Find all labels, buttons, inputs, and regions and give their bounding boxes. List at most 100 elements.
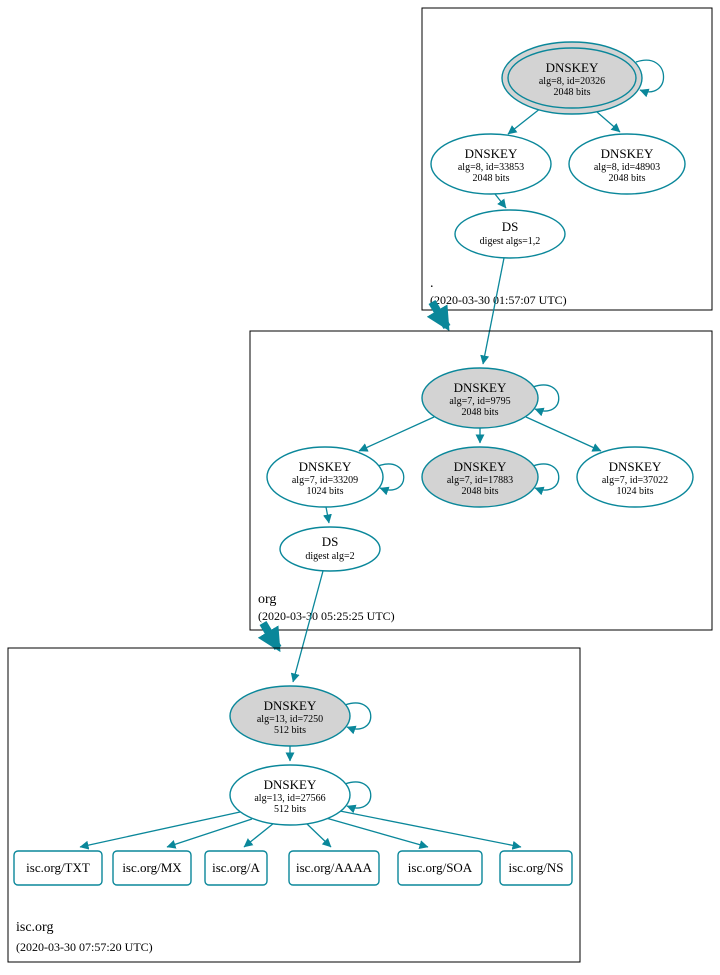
node-root-ds-digest: digest algs=1,2 [480,236,541,247]
node-root-zsk1-title: DNSKEY [465,146,518,161]
node-record-txt[interactable]: isc.org/TXT [13,850,103,886]
node-record-soa-label: isc.org/SOA [408,860,473,875]
node-org-ds-title: DS [322,534,339,549]
node-record-ns-rect [499,850,573,886]
node-isc-zsk[interactable]: DNSKEY alg=13, id=27566 512 bits [229,764,351,826]
edge-root-ds-to-org-ksk [480,257,505,365]
node-org-ksk[interactable]: DNSKEY alg=7, id=9795 2048 bits [421,367,539,429]
edge-org-ds-to-isc-ksk [290,570,324,683]
node-record-mx-rect [112,850,192,886]
edge-root-zsk1-to-ds [494,193,507,209]
node-isc-zsk-title: DNSKEY [264,777,317,792]
zone-org-border [249,330,713,631]
node-org-zsk2-alg: alg=7, id=17883 [447,475,513,486]
node-record-a-label: isc.org/A [212,860,260,875]
zone-isc: DNSKEY alg=13, id=7250 512 bits DNSKEY a… [7,647,581,963]
node-record-aaaa-rect [288,850,380,886]
node-org-zsk3-bits: 1024 bits [617,486,654,497]
node-org-ksk-alg: alg=7, id=9795 [449,396,510,407]
node-org-ds[interactable]: DS digest alg=2 [279,526,381,572]
node-isc-zsk-bits: 512 bits [274,804,306,815]
node-root-ds[interactable]: DS digest algs=1,2 [454,209,566,259]
edge-org-ksk-to-zsk3 [525,416,602,452]
node-root-zsk2[interactable]: DNSKEY alg=8, id=48903 2048 bits [568,133,686,195]
edge-isc-zsk-to-a [243,822,275,848]
zone-root-label: . [430,276,434,291]
node-org-ksk-title: DNSKEY [454,380,507,395]
edge-isc-zsk-to-txt [79,811,241,850]
node-root-zsk1-bits: 2048 bits [473,173,510,184]
node-org-ds-ellipse [279,526,381,572]
node-root-ksk-alg: alg=8, id=20326 [539,76,605,87]
node-org-ksk-bits: 2048 bits [462,407,499,418]
node-root-ksk[interactable]: DNSKEY alg=8, id=20326 2048 bits [501,41,643,115]
node-root-zsk2-alg: alg=8, id=48903 [594,162,660,173]
node-org-zsk1[interactable]: DNSKEY alg=7, id=33209 1024 bits [266,446,384,508]
edge-isc-zsk-to-aaaa [305,822,332,848]
node-org-ds-digest: digest alg=2 [305,551,354,562]
node-record-mx[interactable]: isc.org/MX [112,850,192,886]
node-record-mx-label: isc.org/MX [122,860,182,875]
node-root-zsk2-bits: 2048 bits [609,173,646,184]
edge-root-ksk-selfloop [635,59,665,98]
node-org-zsk2[interactable]: DNSKEY alg=7, id=17883 2048 bits [421,446,539,508]
zone-isc-border [7,647,581,963]
node-record-a[interactable]: isc.org/A [204,850,268,886]
node-isc-zsk-ellipse [229,764,351,826]
node-isc-ksk-title: DNSKEY [264,698,317,713]
node-root-zsk1-alg: alg=8, id=33853 [458,162,524,173]
node-record-a-rect [204,850,268,886]
node-root-zsk2-title: DNSKEY [601,146,654,161]
zone-org: DNSKEY alg=7, id=9795 2048 bits DNSKEY a… [249,330,713,631]
node-root-ds-title: DS [502,219,519,234]
node-isc-ksk-alg: alg=13, id=7250 [257,714,323,725]
node-root-ksk-title: DNSKEY [546,60,599,75]
edge-isc-zsk-to-soa [325,817,429,849]
edge-org-zsk1-to-ds [323,506,332,524]
edge-org-ksk-selfloop [532,384,560,417]
node-org-zsk3[interactable]: DNSKEY alg=7, id=37022 1024 bits [576,446,694,508]
edge-org-zsk1-selfloop [377,463,405,496]
edge-isc-zsk-to-ns [339,810,522,850]
node-record-soa-rect [397,850,483,886]
edge-root-delegation-to-org [426,299,451,332]
node-record-soa[interactable]: isc.org/SOA [397,850,483,886]
node-root-zsk1-ellipse [430,133,552,195]
node-record-ns-label: isc.org/NS [508,860,563,875]
node-record-txt-rect [13,850,103,886]
zone-org-timestamp: (2020-03-30 05:25:25 UTC) [258,609,395,623]
node-isc-zsk-alg: alg=13, id=27566 [254,793,325,804]
zone-isc-timestamp: (2020-03-30 07:57:20 UTC) [16,940,153,954]
node-org-zsk1-title: DNSKEY [299,459,352,474]
zone-root: DNSKEY alg=8, id=20326 2048 bits DNSKEY … [421,7,713,311]
node-isc-ksk-ellipse [229,685,351,747]
zone-org-label: org [258,592,276,607]
node-org-zsk2-title: DNSKEY [454,459,507,474]
node-record-txt-label: isc.org/TXT [26,860,90,875]
edge-org-zsk2-selfloop [532,463,560,496]
node-root-ds-ellipse [454,209,566,259]
node-root-zsk1[interactable]: DNSKEY alg=8, id=33853 2048 bits [430,133,552,195]
zone-root-timestamp: (2020-03-30 01:57:07 UTC) [430,293,567,307]
node-root-ksk-inner-ellipse [507,47,637,109]
node-org-ksk-ellipse [421,367,539,429]
edge-isc-zsk-selfloop [344,781,372,814]
edge-isc-zsk-to-mx [166,818,253,849]
node-org-zsk1-ellipse [266,446,384,508]
edge-root-ksk-to-zsk2 [596,111,621,133]
node-org-zsk3-ellipse [576,446,694,508]
edge-org-delegation-to-isc [257,620,282,653]
node-org-zsk1-bits: 1024 bits [307,486,344,497]
node-record-aaaa[interactable]: isc.org/AAAA [288,850,380,886]
node-org-zsk3-alg: alg=7, id=37022 [602,475,668,486]
edge-root-ksk-to-zsk1 [507,107,542,135]
node-record-ns[interactable]: isc.org/NS [499,850,573,886]
node-isc-ksk[interactable]: DNSKEY alg=13, id=7250 512 bits [229,685,351,747]
node-org-zsk3-title: DNSKEY [609,459,662,474]
edge-isc-ksk-selfloop [344,702,372,735]
node-org-zsk1-alg: alg=7, id=33209 [292,475,358,486]
node-isc-ksk-bits: 512 bits [274,725,306,736]
zone-isc-label: isc.org [16,920,53,935]
